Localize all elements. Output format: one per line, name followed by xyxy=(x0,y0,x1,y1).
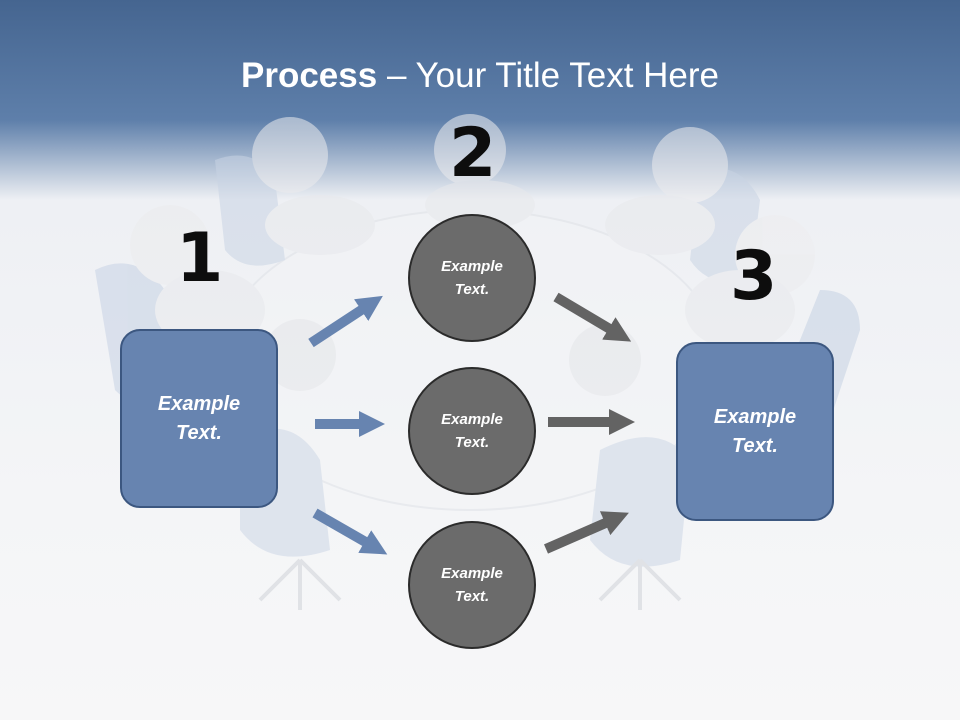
right-box-label: Example Text. xyxy=(713,405,797,457)
circle-top: Example Text. xyxy=(408,214,536,342)
step-number-1: 1 xyxy=(176,219,224,298)
circle-top-label: Example Text. xyxy=(441,258,503,298)
left-box-label: Example Text. xyxy=(157,392,241,444)
circle-middle: Example Text. xyxy=(408,367,536,495)
left-text-box: Example Text. xyxy=(120,329,278,508)
slide-title: Process – Your Title Text Here xyxy=(0,54,960,98)
step-number-2: 2 xyxy=(449,114,497,193)
circle-middle-label: Example Text. xyxy=(441,411,503,451)
right-text-box: Example Text. xyxy=(676,342,834,521)
title-bold: Process xyxy=(241,56,378,95)
circle-bottom-label: Example Text. xyxy=(441,565,503,605)
circle-bottom: Example Text. xyxy=(408,521,536,649)
step-number-3: 3 xyxy=(730,237,778,316)
title-rest: – Your Title Text Here xyxy=(377,56,719,95)
